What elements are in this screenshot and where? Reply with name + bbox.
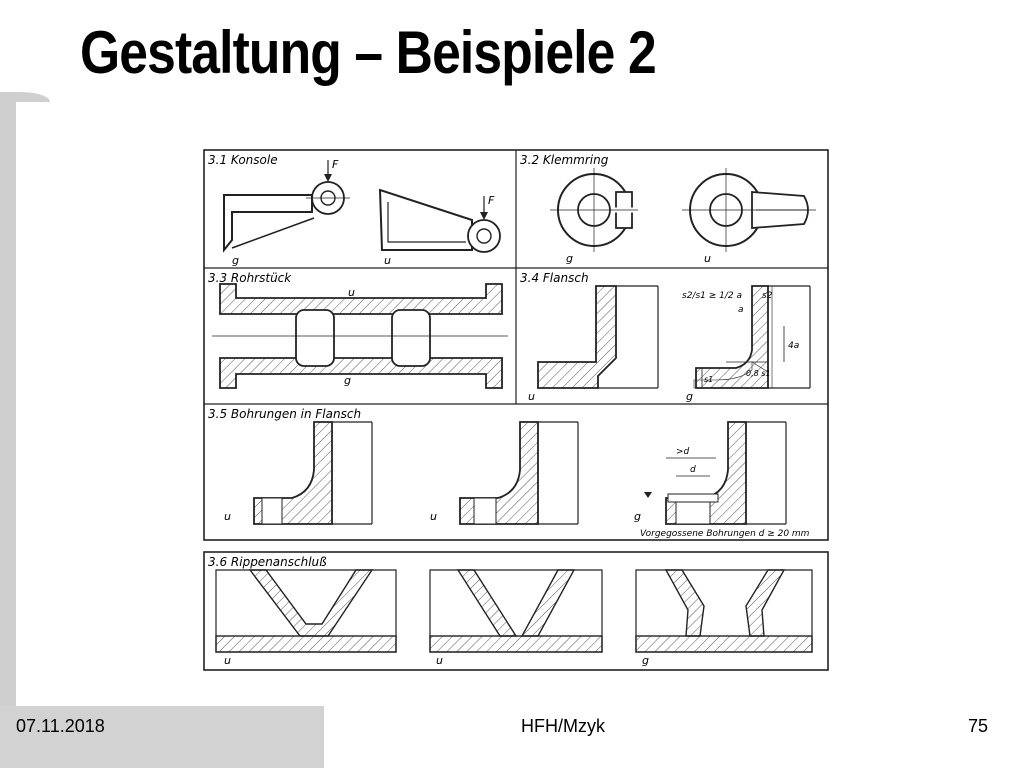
panel-rohrstueck: 3.3 Rohrstück u g <box>208 271 508 389</box>
svg-text:g: g <box>634 510 641 523</box>
svg-text:a: a <box>738 305 744 315</box>
svg-text:u: u <box>224 654 231 667</box>
svg-text:u: u <box>384 254 391 267</box>
svg-text:u: u <box>224 510 231 523</box>
decor-bar-top <box>0 92 50 102</box>
panel-rippen: 3.6 Rippenanschluß u u g <box>208 555 813 667</box>
decor-left-bar <box>0 96 16 706</box>
footer-bar <box>0 706 324 768</box>
svg-text:Vorgegossene Bohrungen d ≥ 20: Vorgegossene Bohrungen d ≥ 20 mm <box>640 529 810 539</box>
svg-text:3.4 Flansch: 3.4 Flansch <box>520 271 589 285</box>
footer-page-number: 75 <box>968 716 989 736</box>
panel-konsole: 3.1 Konsole F g F u <box>208 153 501 267</box>
panel-title: 3.1 Konsole <box>208 153 278 167</box>
svg-text:g: g <box>686 390 693 403</box>
svg-text:g: g <box>232 254 239 267</box>
svg-text:F: F <box>488 194 495 207</box>
svg-text:4a: 4a <box>788 341 799 351</box>
svg-text:s2/s1 ≥ 1/2 a: s2/s1 ≥ 1/2 a <box>682 291 742 301</box>
svg-text:s1: s1 <box>704 375 713 384</box>
svg-text:0,8 s1: 0,8 s1 <box>746 369 771 378</box>
svg-text:3.2 Klemmring: 3.2 Klemmring <box>520 153 609 167</box>
svg-text:u: u <box>436 654 443 667</box>
svg-text:u: u <box>430 510 437 523</box>
svg-text:u: u <box>528 390 535 403</box>
slide-title: Gestaltung – Beispiele 2 <box>80 19 657 86</box>
technical-drawing: 3.1 Konsole F g F u 3.2 Klemmring g u <box>196 140 836 680</box>
panel-bohrungen: 3.5 Bohrungen in Flansch u u >d d g Vorg… <box>208 407 810 539</box>
footer-date: 07.11.2018 <box>16 716 105 736</box>
drawing-svg: 3.1 Konsole F g F u 3.2 Klemmring g u <box>203 149 829 671</box>
frame-rippen <box>203 551 829 671</box>
panel-flansch: 3.4 Flansch u s2/s1 ≥ 1/2 a s2 4a 0,8 s1… <box>520 271 811 403</box>
svg-text:u: u <box>348 286 355 299</box>
footer-author: HFH/Mzyk <box>521 716 605 736</box>
svg-text:>d: >d <box>676 447 690 457</box>
svg-text:u: u <box>704 252 711 265</box>
svg-text:3.6 Rippenanschluß: 3.6 Rippenanschluß <box>208 555 327 569</box>
svg-text:d: d <box>690 465 696 475</box>
svg-text:g: g <box>642 654 649 667</box>
svg-text:g: g <box>344 374 351 387</box>
svg-text:3.5 Bohrungen in Flansch: 3.5 Bohrungen in Flansch <box>208 407 361 421</box>
svg-text:F: F <box>332 158 339 171</box>
svg-text:g: g <box>566 252 573 265</box>
svg-text:3.3 Rohrstück: 3.3 Rohrstück <box>208 271 292 285</box>
panel-klemmring: 3.2 Klemmring g u <box>520 153 816 265</box>
